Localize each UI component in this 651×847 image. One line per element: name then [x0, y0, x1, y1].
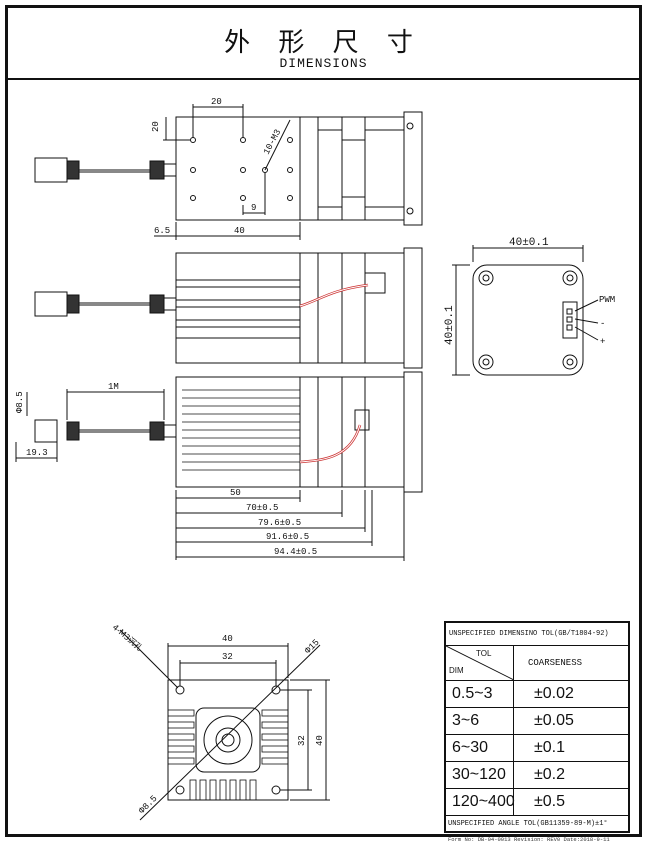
back-view	[452, 245, 599, 376]
tolerance-header: UNSPECIFIED DIMENSINO TOL(GB/T1804-92)	[446, 623, 628, 646]
dim-19-3: 19.3	[26, 448, 48, 458]
dim-50: 50	[230, 488, 241, 498]
table-row: 30~120 ±0.2	[446, 762, 628, 789]
tolerance-column-headers: TOL DIM COARSENESS	[446, 646, 628, 681]
table-row: 3~6 ±0.05	[446, 708, 628, 735]
pwm-label: PWM	[599, 295, 615, 305]
form-number: Form No: DB-04-0013 Revision: REV0 Date:…	[448, 836, 610, 843]
dim-40: 40	[234, 226, 245, 236]
dim-94-4: 94.4±0.5	[274, 547, 317, 557]
col-tol-label: TOL	[476, 649, 492, 658]
side-view-lower	[15, 371, 423, 561]
back-width: 40±0.1	[509, 237, 549, 249]
minus-label: -	[600, 319, 605, 329]
holes-callout: 10-M3	[262, 128, 284, 157]
drawing-sheet: 外 形 尺 寸 DIMENSIONS	[5, 5, 642, 837]
dim-9: 9	[251, 203, 256, 213]
dim-20-horizontal: 20	[211, 97, 222, 107]
table-row: 0.5~3 ±0.02	[446, 681, 628, 708]
front-view	[119, 629, 330, 821]
front-dia-15: Φ15	[303, 638, 322, 657]
front-dim-40-vertical: 40	[315, 735, 325, 746]
connector-plug	[34, 157, 68, 183]
plus-label: +	[600, 337, 605, 347]
dim-6-5: 6.5	[154, 226, 170, 236]
front-holes-callout: 4-M3沉孔	[111, 623, 144, 653]
front-dim-40: 40	[222, 634, 233, 644]
tolerance-table: UNSPECIFIED DIMENSINO TOL(GB/T1804-92) T…	[444, 621, 630, 843]
dim-dia-8-5: Φ8.5	[15, 391, 25, 413]
title-english: DIMENSIONS	[279, 56, 368, 71]
front-dim-32: 32	[222, 652, 233, 662]
back-height: 40±0.1	[444, 305, 456, 345]
dim-91-6: 91.6±0.5	[266, 532, 309, 542]
side-view-upper	[34, 247, 423, 369]
angle-tolerance: UNSPECIFIED ANGLE TOL(GB11359-89-M)±1°	[446, 816, 628, 833]
dim-70: 70±0.5	[246, 503, 278, 513]
cable-length: 1M	[108, 382, 119, 392]
col-dim-label: DIM	[449, 666, 464, 675]
table-row: 120~400 ±0.5	[446, 789, 628, 816]
front-dim-32-vertical: 32	[297, 735, 307, 746]
col-coarseness-label: COARSENESS	[528, 658, 583, 668]
diagonal-divider	[446, 646, 514, 680]
table-row: 6~30 ±0.1	[446, 735, 628, 762]
top-view	[34, 104, 423, 240]
title-chinese: 外 形 尺 寸	[224, 28, 423, 58]
dim-79-6: 79.6±0.5	[258, 518, 301, 528]
dim-20-vertical: 20	[151, 121, 161, 132]
mounting-holes	[190, 137, 293, 201]
title-block: 外 形 尺 寸 DIMENSIONS	[8, 8, 639, 80]
